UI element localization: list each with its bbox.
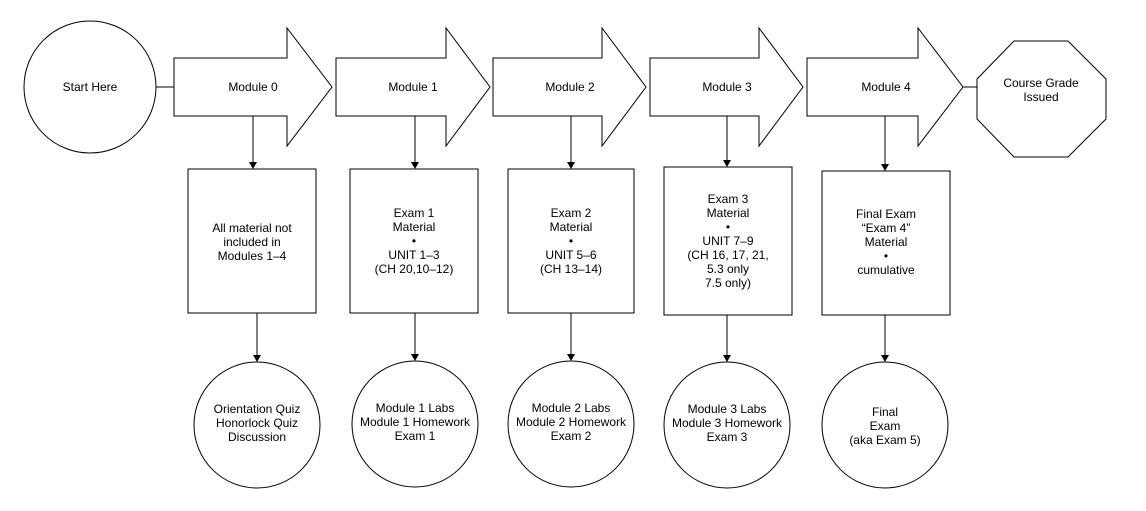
module-arrow-4: Module 4: [806, 26, 964, 148]
material-line: Exam 2: [551, 206, 592, 220]
assessment-line: Module 3 Homework: [672, 416, 783, 430]
module-arrow-label: Module 3: [702, 80, 752, 94]
material-line: Material: [865, 235, 908, 249]
assessment-line: Module 1 Labs: [376, 401, 455, 415]
arrowhead: [411, 354, 419, 361]
material-line: All material not: [212, 221, 292, 235]
material-line: •: [726, 220, 730, 234]
material-box-0: All material not included in Modules 1–4: [187, 168, 317, 314]
material-box-3: Exam 3 Material • UNIT 7–9 (CH 16, 17, 2…: [663, 166, 793, 316]
end-label-line: Course Grade: [1003, 76, 1079, 90]
assessment-line: Module 3 Labs: [688, 402, 767, 416]
arrowhead: [723, 160, 731, 167]
material-line: included in: [223, 235, 280, 249]
module-arrow-2: Module 2: [492, 26, 647, 148]
assessment-line: Honorlock Quiz: [216, 416, 298, 430]
start-label: Start Here: [63, 80, 118, 94]
assessment-circle-0: Orientation Quiz Honorlock Quiz Discussi…: [193, 361, 321, 489]
assessment-circle-1: Module 1 Labs Module 1 Homework Exam 1: [351, 360, 479, 488]
material-box-2: Exam 2 Material • UNIT 5–6 (CH 13–14): [507, 168, 635, 314]
arrowhead: [253, 355, 261, 362]
assessment-line: Module 2 Homework: [516, 415, 627, 429]
assessment-circle-3: Module 3 Labs Module 3 Homework Exam 3: [663, 361, 791, 489]
arrowhead: [567, 354, 575, 361]
material-line: •: [569, 234, 573, 248]
material-line: Final Exam: [856, 207, 916, 221]
material-line: (CH 20,10–12): [375, 262, 454, 276]
arrowhead: [567, 162, 575, 169]
module-arrow-0: Module 0: [173, 26, 333, 148]
material-line: 7.5 only): [705, 276, 751, 290]
material-line: UNIT 5–6: [545, 248, 596, 262]
end-node: Course Grade Issued: [976, 40, 1107, 158]
assessment-line: Final: [872, 405, 898, 419]
assessment-line: Module 2 Labs: [532, 401, 611, 415]
module-arrow-label: Module 4: [861, 80, 911, 94]
arrowhead: [723, 355, 731, 362]
material-line: (CH 13–14): [540, 262, 602, 276]
material-box-1: Exam 1 Material • UNIT 1–3 (CH 20,10–12): [349, 168, 479, 314]
arrowhead: [881, 164, 889, 171]
material-line: Modules 1–4: [218, 249, 287, 263]
material-line: •: [884, 249, 888, 263]
assessment-line: Module 1 Homework: [360, 415, 471, 429]
material-line: “Exam 4”: [862, 221, 911, 235]
arrowhead: [411, 162, 419, 169]
assessment-line: Exam 1: [395, 429, 436, 443]
module-arrow-1: Module 1: [335, 26, 491, 148]
assessment-circle-4: Final Exam (aka Exam 5): [821, 361, 949, 489]
material-line: UNIT 1–3: [388, 248, 439, 262]
material-line: 5.3 only: [707, 262, 749, 276]
end-label-line: Issued: [1023, 90, 1058, 104]
module-arrow-3: Module 3: [649, 26, 804, 148]
module-arrow-label: Module 2: [545, 80, 595, 94]
module-arrow-label: Module 0: [228, 80, 278, 94]
material-line: Exam 3: [708, 192, 749, 206]
material-box-4: Final Exam “Exam 4” Material • cumulativ…: [821, 170, 951, 316]
material-line: UNIT 7–9: [702, 234, 753, 248]
start-node: Start Here: [23, 20, 157, 154]
material-line: cumulative: [857, 263, 915, 277]
assessment-line: Exam 2: [551, 429, 592, 443]
material-line: (CH 16, 17, 21,: [687, 248, 768, 262]
arrow-to-material-connectors: [249, 116, 889, 171]
material-line: Material: [393, 220, 436, 234]
assessment-line: Orientation Quiz: [214, 402, 301, 416]
assessment-line: Exam: [870, 419, 901, 433]
material-line: •: [412, 234, 416, 248]
assessment-line: Exam 3: [707, 430, 748, 444]
module-arrow-label: Module 1: [388, 80, 438, 94]
arrowhead: [249, 162, 257, 169]
material-to-assessment-connectors: [253, 313, 889, 362]
arrowhead: [881, 355, 889, 362]
assessment-circle-2: Module 2 Labs Module 2 Homework Exam 2: [507, 360, 635, 488]
material-line: Material: [707, 206, 750, 220]
material-line: Material: [550, 220, 593, 234]
assessment-line: (aka Exam 5): [849, 433, 920, 447]
material-line: Exam 1: [394, 206, 435, 220]
assessment-line: Discussion: [228, 430, 286, 444]
